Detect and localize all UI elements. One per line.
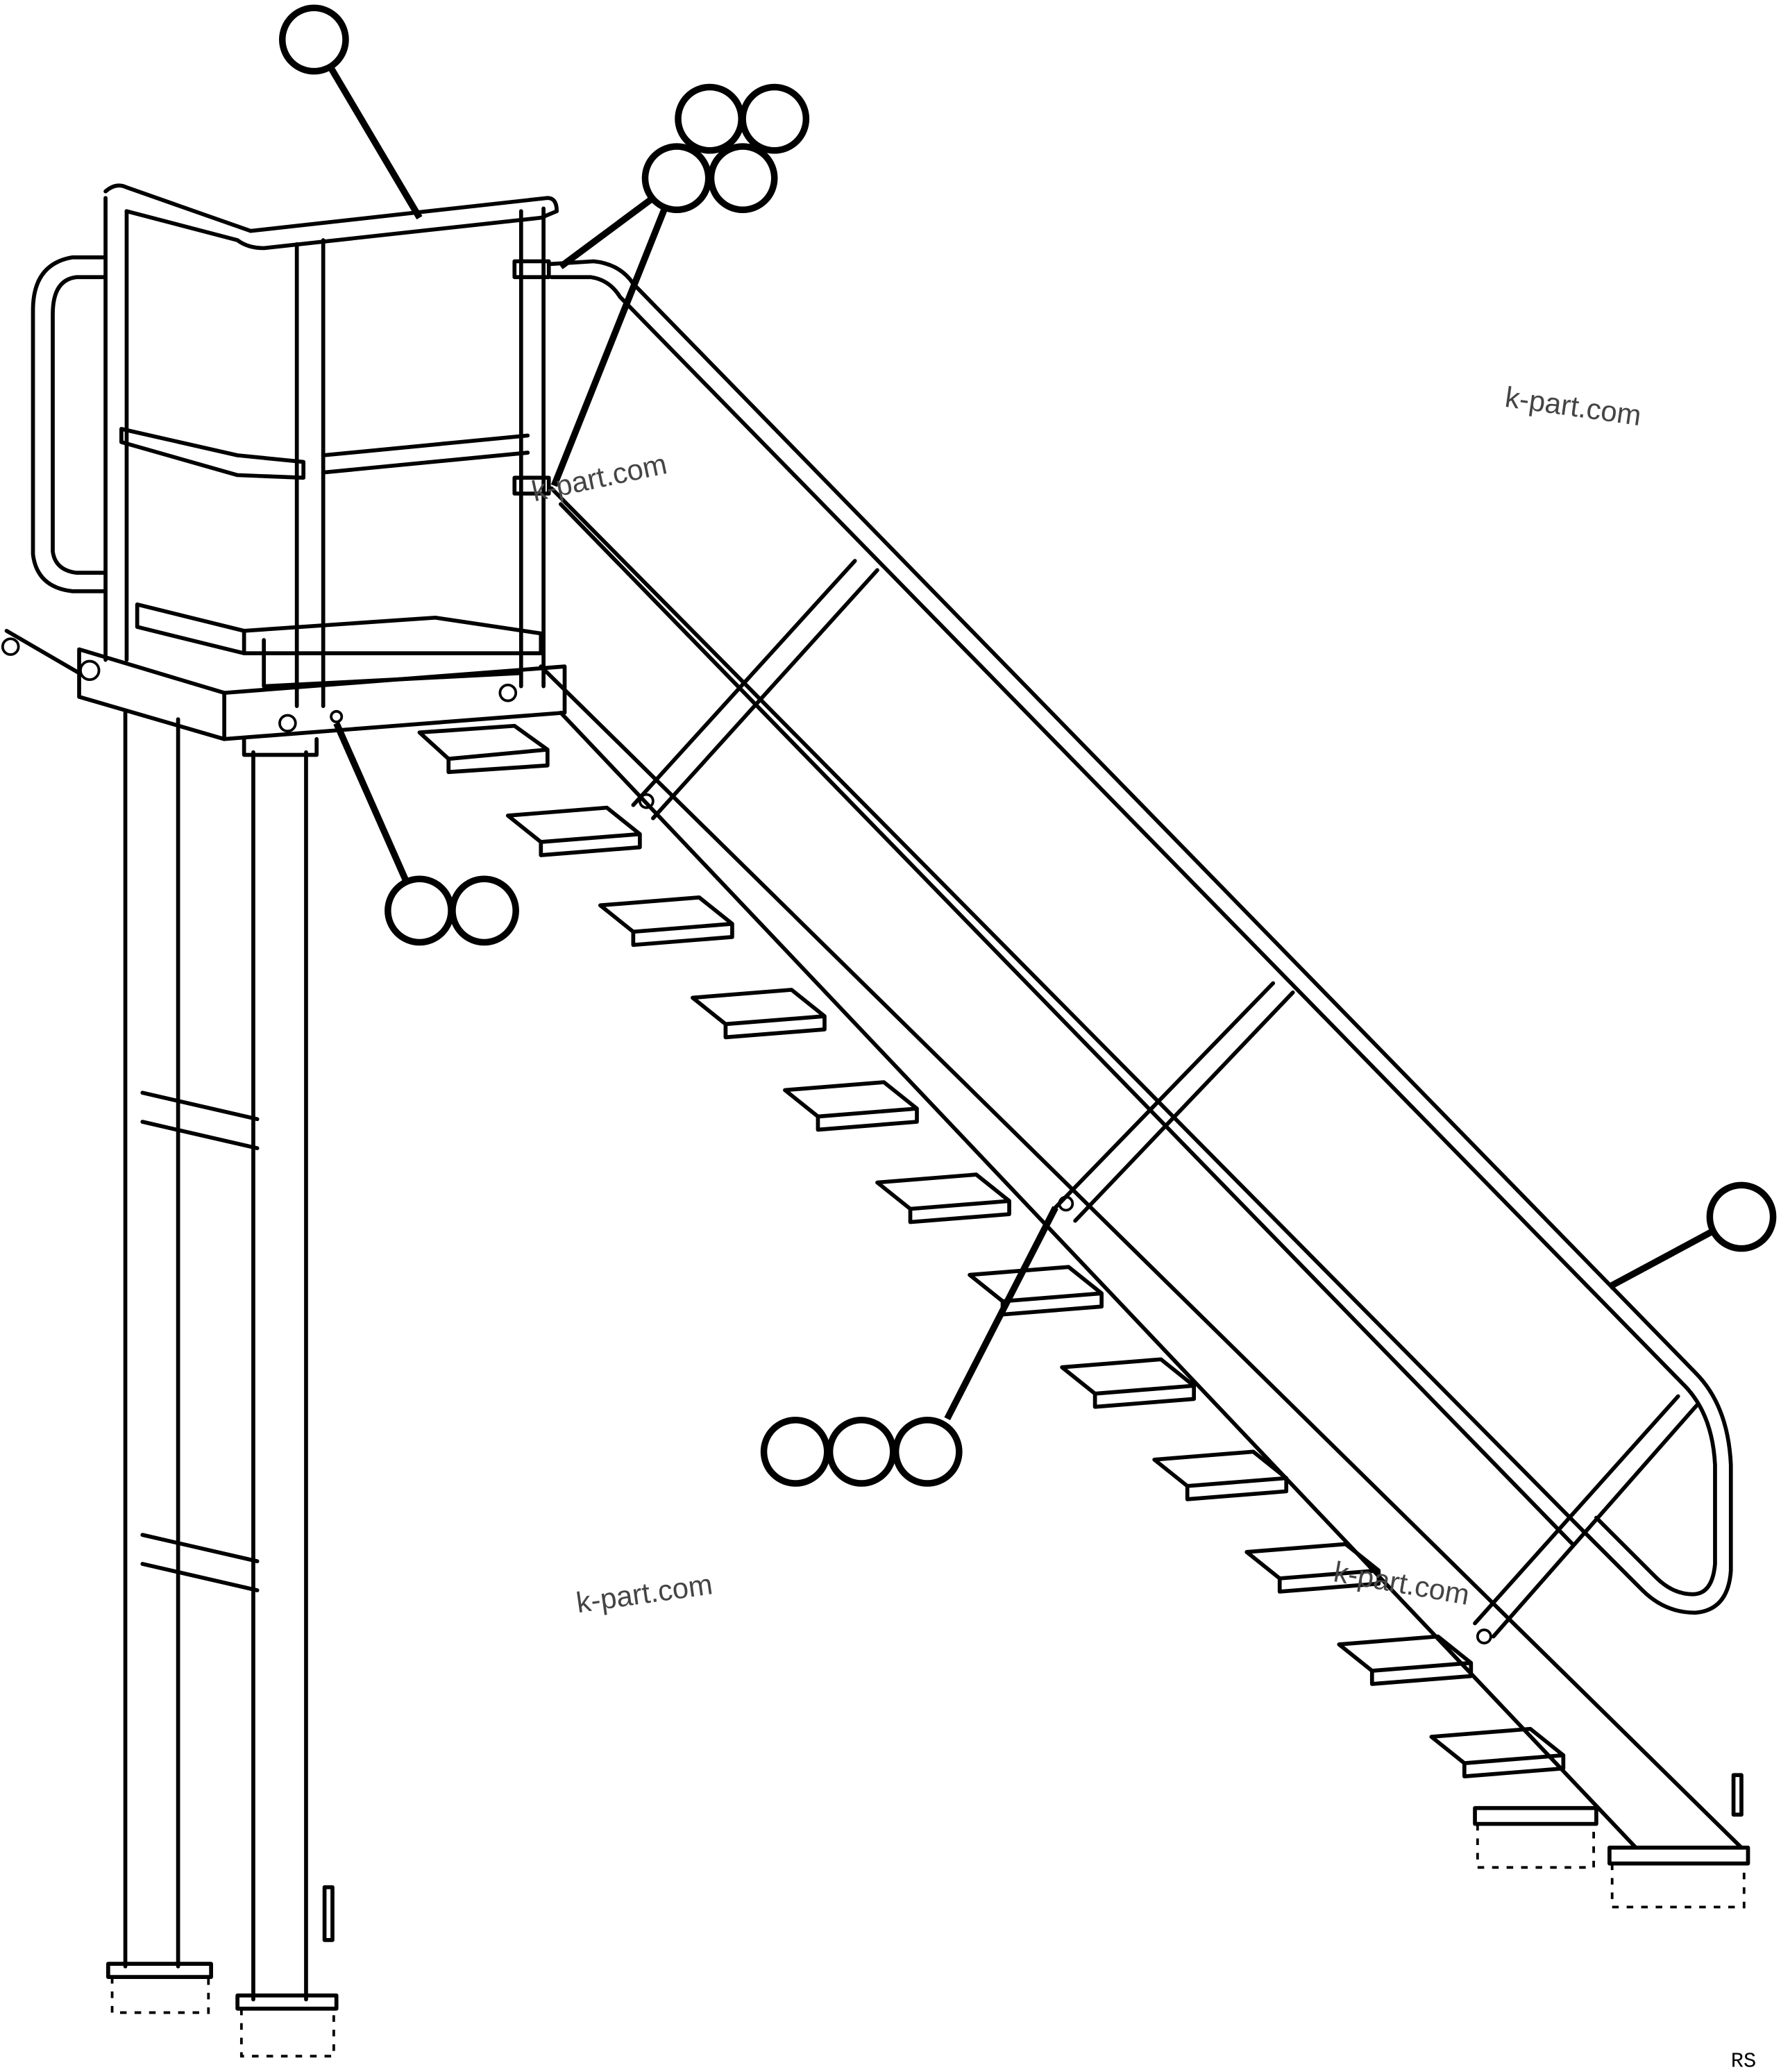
stair-handrail	[549, 259, 1733, 1644]
callout-clamp-upper-a[interactable]	[675, 83, 745, 154]
callout-clamp-lower-a[interactable]	[641, 143, 712, 214]
platform-handrail	[31, 183, 559, 709]
watermark-text: k-part.com	[574, 1567, 714, 1619]
figure-id: RS	[1731, 2050, 1756, 2072]
callout-platform-bolt-b[interactable]	[449, 875, 519, 946]
callout-platform-bolt-a[interactable]	[385, 875, 455, 946]
stair-stringer	[539, 664, 1750, 1909]
callout-stringer-bolt-b[interactable]	[826, 1417, 897, 1487]
platform-deck	[1, 602, 567, 757]
callout-stringer-bolt-a[interactable]	[760, 1417, 831, 1487]
watermark-text: k-part.com	[1503, 380, 1644, 432]
callout-bubbles	[279, 4, 1777, 1487]
watermark-text: k-part.com	[529, 447, 670, 507]
stair-treads	[417, 723, 1566, 1778]
callout-clamp-upper-b[interactable]	[739, 83, 810, 154]
callout-top-rail[interactable]	[279, 4, 349, 75]
callout-side-rail[interactable]	[1706, 1181, 1777, 1252]
callout-clamp-lower-b[interactable]	[707, 143, 778, 214]
callout-leaders	[327, 64, 1717, 1421]
support-ladder	[106, 710, 339, 2058]
callout-stringer-bolt-c[interactable]	[892, 1417, 963, 1487]
